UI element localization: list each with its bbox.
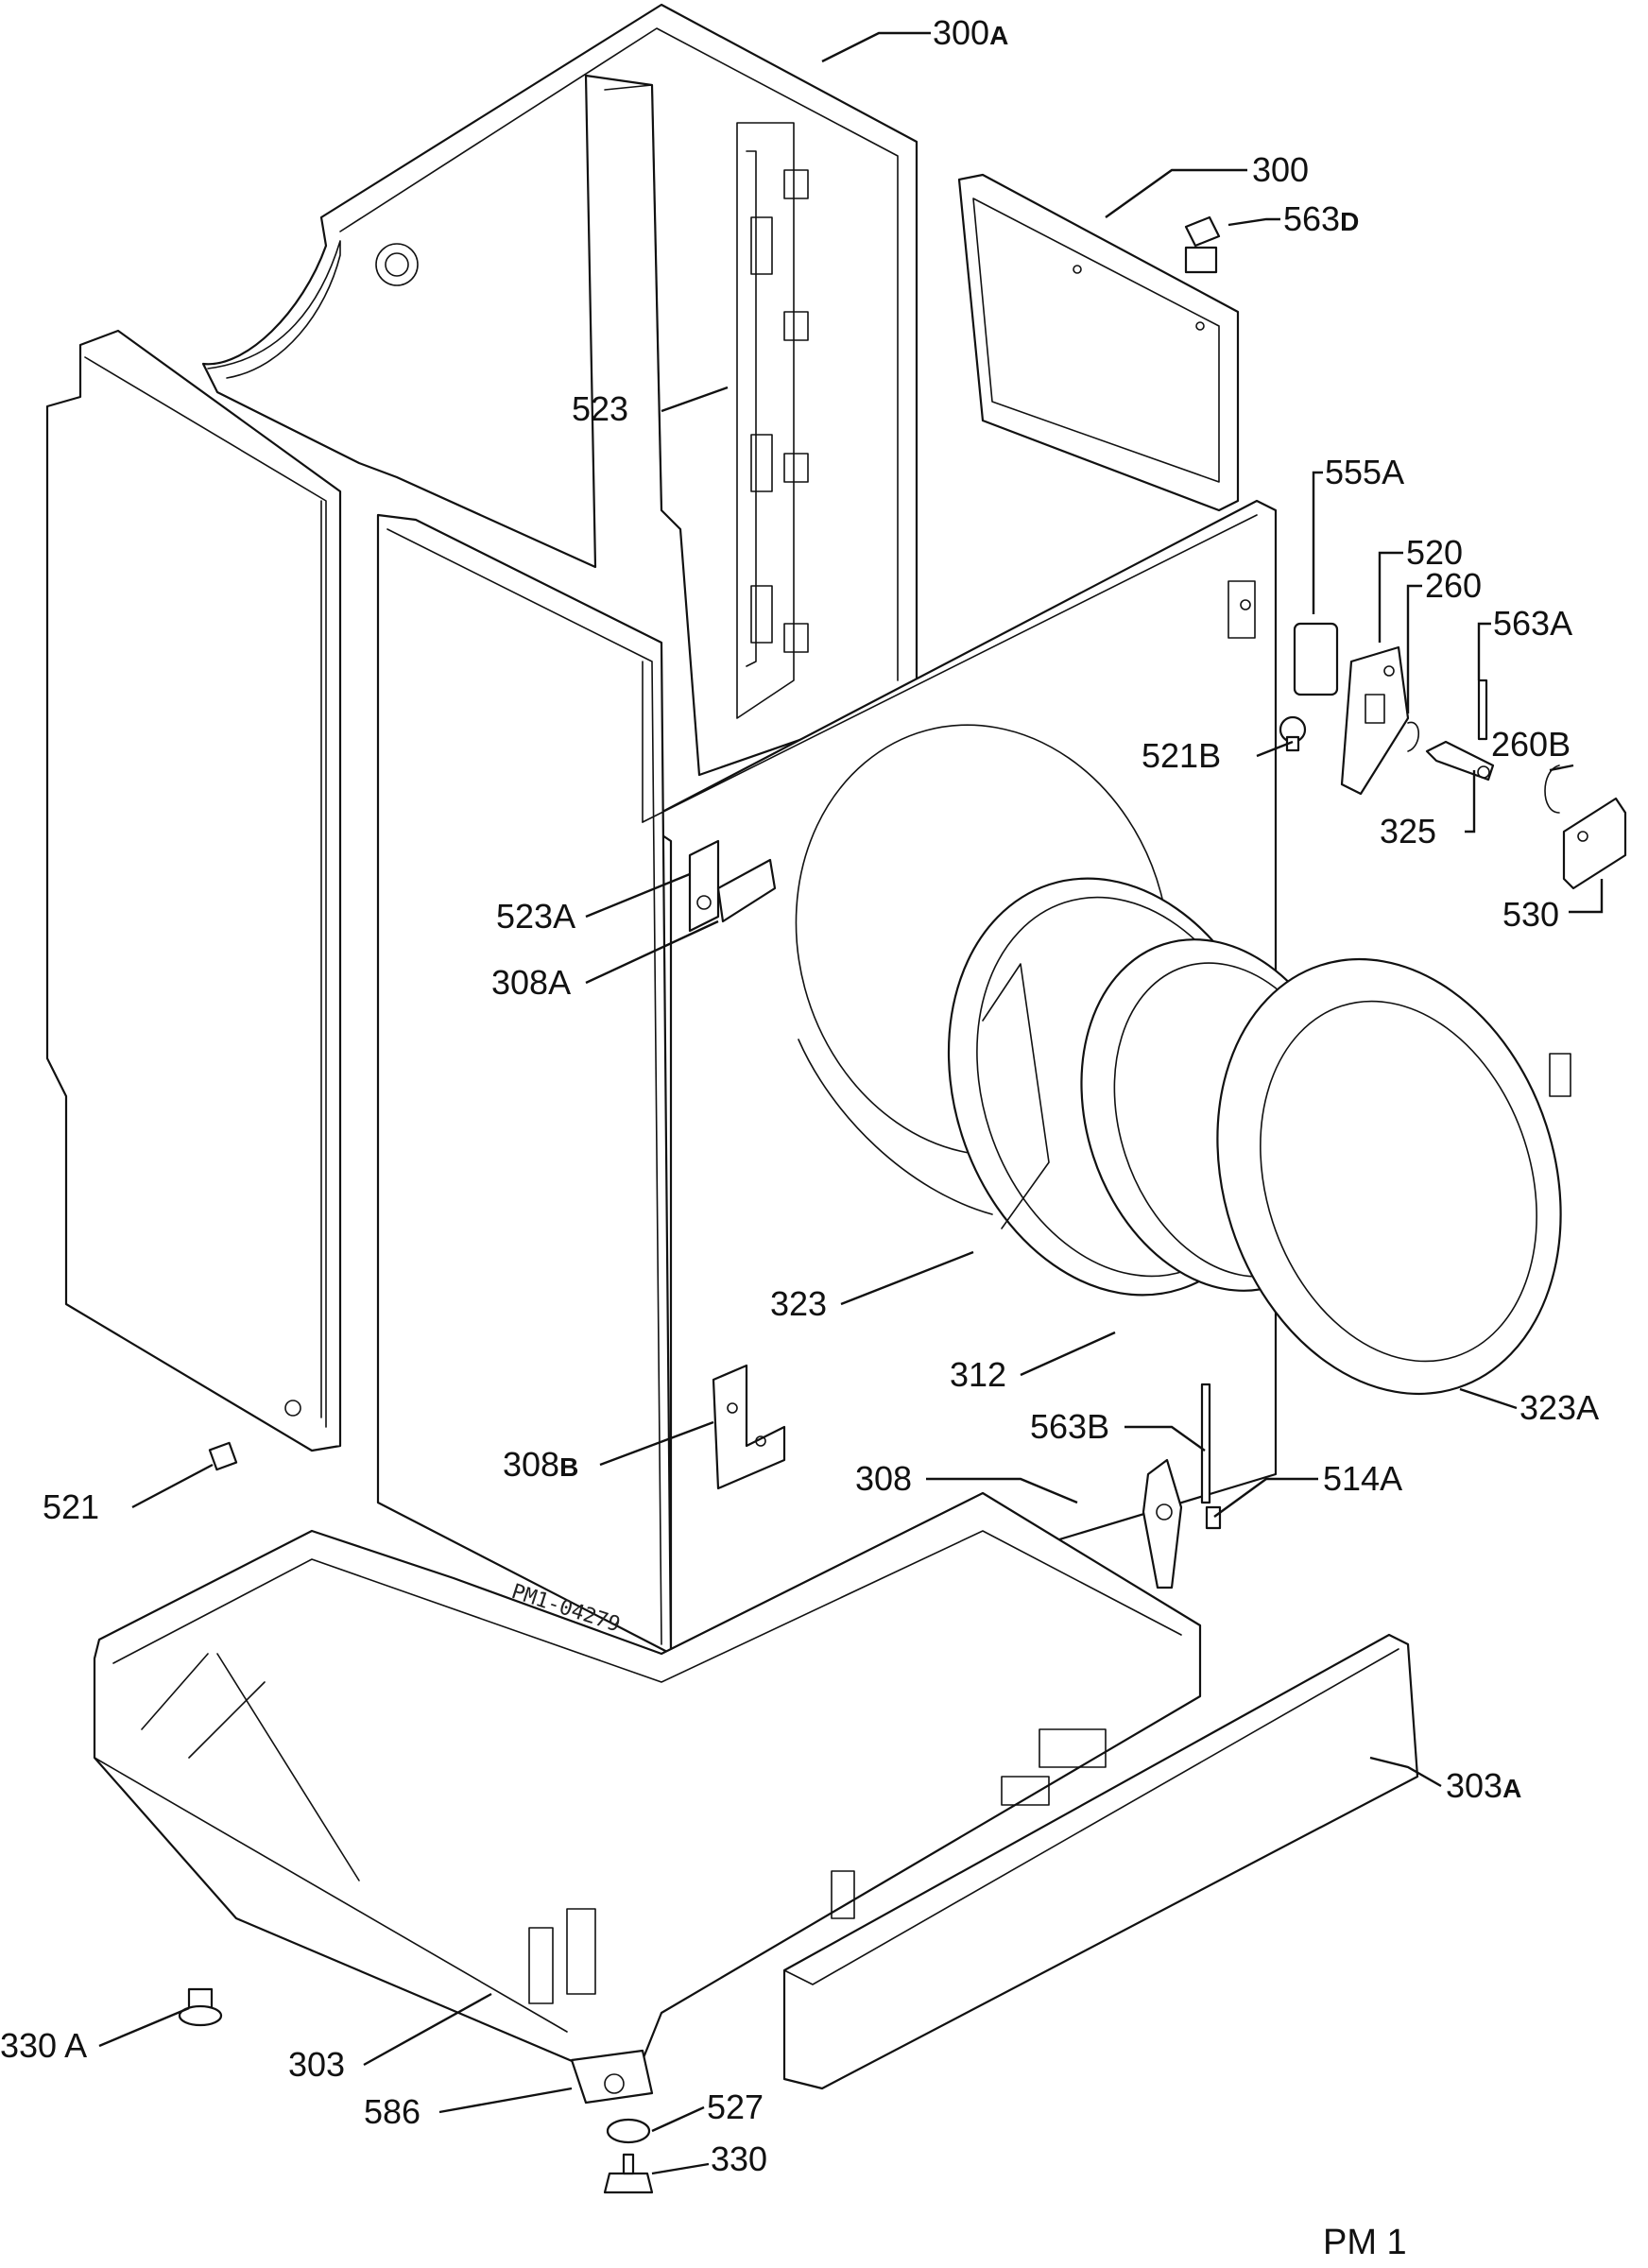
- callout-325: 325: [1380, 812, 1436, 850]
- door-assembly: [1216, 957, 1571, 1396]
- cap-563D: [1184, 215, 1221, 274]
- lock-520: [1340, 645, 1410, 796]
- callout-308B: 308B: [503, 1445, 578, 1484]
- callout-308: 308: [855, 1459, 912, 1498]
- callout-563A: 563A: [1493, 604, 1572, 643]
- callout-308A: 308A: [491, 963, 571, 1002]
- foot-330A: [178, 1987, 223, 2027]
- bracket-308B: [712, 1364, 786, 1490]
- screw-514A: [1205, 1505, 1222, 1530]
- handle-530: [1562, 797, 1627, 890]
- callout-521B: 521B: [1142, 736, 1221, 775]
- callout-330: 330: [711, 2139, 767, 2178]
- base-frame: [93, 1491, 1202, 2081]
- kickplate-303A: [782, 1633, 1419, 2090]
- leader-lines: [98, 31, 1604, 2175]
- callout-260B: 260B: [1491, 725, 1571, 764]
- foot-330: [603, 2153, 654, 2194]
- foot-bracket-586: [570, 2049, 654, 2105]
- callout-521: 521: [43, 1487, 99, 1526]
- callout-555A: 555A: [1325, 453, 1404, 491]
- lever-325: [1425, 740, 1495, 782]
- callout-563B: 563B: [1030, 1407, 1109, 1446]
- callout-563D: 563D: [1283, 199, 1359, 238]
- callout-303A: 303A: [1446, 1766, 1521, 1805]
- sheet-label: PM 1: [1323, 2223, 1407, 2262]
- callout-586: 586: [364, 2092, 421, 2131]
- callout-312: 312: [950, 1355, 1006, 1394]
- callout-323: 323: [770, 1284, 827, 1323]
- spring-260B: [1544, 765, 1560, 814]
- callout-260: 260: [1425, 566, 1482, 605]
- spring-260: [1407, 721, 1420, 752]
- cabinet-rear-frame: [201, 3, 918, 777]
- callout-527: 527: [707, 2088, 764, 2126]
- cover-555A: [1293, 622, 1339, 696]
- bracket-523A: [688, 839, 777, 933]
- callout-323A: 323A: [1519, 1388, 1599, 1427]
- callout-330A: 330 A: [0, 2026, 87, 2065]
- cabinet-top-right-frame: [957, 173, 1240, 512]
- callout-303: 303: [288, 2045, 345, 2084]
- callout-300A: 300A: [933, 13, 1008, 52]
- callout-514A: 514A: [1323, 1459, 1402, 1498]
- callout-labels: 300A 300 563D 523 555A 520 260 563A 521B…: [0, 13, 1599, 2178]
- rear-channel-slots: [750, 169, 809, 653]
- screw-521: [208, 1441, 238, 1471]
- left-side-panel: [45, 329, 342, 1452]
- washer-527: [606, 2118, 651, 2144]
- callout-530: 530: [1502, 895, 1559, 934]
- callout-300: 300: [1252, 150, 1309, 189]
- hinge-563B: [1142, 1383, 1211, 1589]
- callout-523: 523: [572, 389, 628, 428]
- pin-563A: [1477, 679, 1488, 741]
- callout-523A: 523A: [496, 897, 575, 936]
- callout-520: 520: [1406, 533, 1463, 572]
